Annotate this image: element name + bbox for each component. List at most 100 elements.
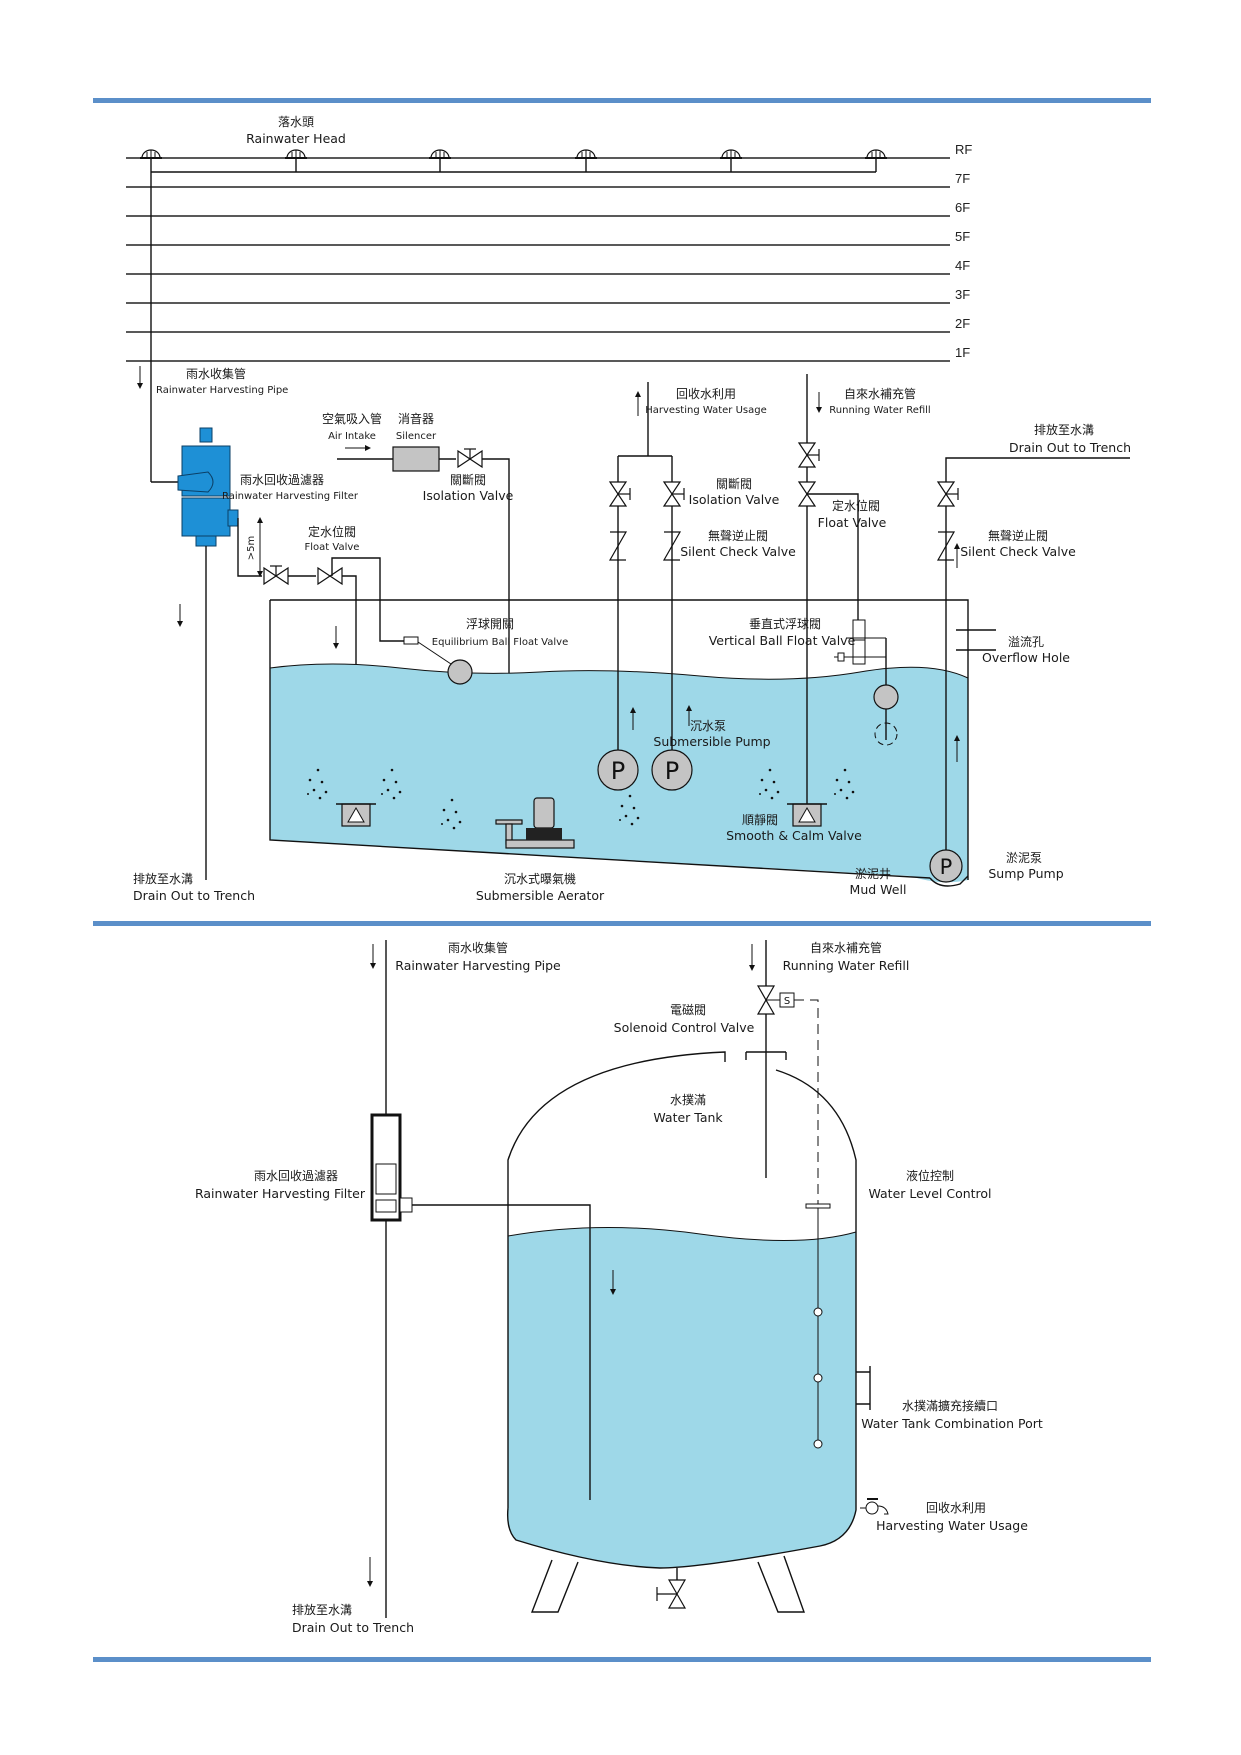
level-control-zh: 液位控制 xyxy=(906,1168,954,1183)
faucet-icon xyxy=(860,1498,889,1515)
float-valve-left-zh: 定水位閥 xyxy=(308,524,356,539)
svg-text:P: P xyxy=(940,855,953,879)
combination-port-en: Water Tank Combination Port xyxy=(861,1416,1043,1431)
level-float xyxy=(813,1439,823,1449)
sump-pump: P xyxy=(929,849,963,883)
submersible-pump-1: P xyxy=(597,749,639,791)
water-tank-zh: 水撲滿 xyxy=(670,1092,706,1107)
submersible-pump-en: Submersible Pump xyxy=(653,734,770,749)
bottom-drain-zh: 排放至水溝 xyxy=(292,1602,352,1617)
float-valve-icon xyxy=(317,567,343,585)
isolation-valve-icon xyxy=(457,448,483,468)
bottom-drain-en: Drain Out to Trench xyxy=(292,1620,414,1635)
sump-pump-en: Sump Pump xyxy=(988,866,1063,881)
solenoid-valve-icon: S xyxy=(756,985,795,1015)
running-refill-en: Running Water Refill xyxy=(829,405,930,416)
rainwater-head-icon xyxy=(864,149,888,159)
submersible-aerator xyxy=(495,797,575,849)
bottom-filter-en: Rainwater Harvesting Filter xyxy=(195,1186,366,1201)
floor-label: 1F xyxy=(955,345,970,360)
bottom-refill-en: Running Water Refill xyxy=(783,958,910,973)
drain-right-zh: 排放至水溝 xyxy=(1034,422,1094,437)
water-tank-en: Water Tank xyxy=(653,1110,723,1125)
equilibrium-float-zh: 浮球開關 xyxy=(466,617,514,631)
svg-text:S: S xyxy=(784,996,790,1007)
bottom-divider xyxy=(93,1657,1151,1662)
isolation-valve-icon xyxy=(663,481,685,507)
bottom-harvest-pipe-zh: 雨水收集管 xyxy=(448,940,508,955)
silencer-zh: 消音器 xyxy=(398,411,434,426)
silencer xyxy=(392,446,440,472)
isolation-valve-air-zh: 關斷閥 xyxy=(450,473,486,487)
floor-label: 5F xyxy=(955,229,970,244)
bottom-harvest-pipe-en: Rainwater Harvesting Pipe xyxy=(395,958,561,973)
floor-label: 6F xyxy=(955,200,970,215)
smooth-valve-en: Smooth & Calm Valve xyxy=(726,828,862,843)
float-valve-right-en: Float Valve xyxy=(818,515,887,530)
floor-label: 2F xyxy=(955,316,970,331)
aerator-en: Submersible Aerator xyxy=(476,888,605,903)
harvest-pipe-zh: 雨水收集管 xyxy=(186,366,246,381)
level-float xyxy=(813,1373,823,1383)
air-intake-en: Air Intake xyxy=(328,431,376,442)
aerator-zh: 沉水式曝氣機 xyxy=(504,871,576,886)
floor-labels: RF 7F 6F 5F 4F 3F 2F 1F xyxy=(955,142,972,360)
mud-well-en: Mud Well xyxy=(850,882,907,897)
vertical-float-en: Vertical Ball Float Valve xyxy=(709,633,856,648)
svg-text:P: P xyxy=(665,757,679,785)
bottom-filter-zh: 雨水回收過濾器 xyxy=(254,1168,338,1183)
level-float xyxy=(813,1307,823,1317)
isolation-valve-pumps-en: Isolation Valve xyxy=(689,492,780,507)
harvest-usage-en: Harvesting Water Usage xyxy=(645,405,767,416)
floor-label: 4F xyxy=(955,258,970,273)
level-sensor-head xyxy=(805,1203,831,1209)
silent-check-left-en: Silent Check Valve xyxy=(680,544,796,559)
floor-label: RF xyxy=(955,142,972,157)
combination-port xyxy=(856,1366,871,1410)
rainwater-heads xyxy=(139,149,888,483)
silent-check-right-zh: 無聲逆止閥 xyxy=(988,528,1048,543)
drain-valve-icon xyxy=(656,1579,687,1609)
rainwater-head-zh: 落水頭 xyxy=(278,115,314,129)
equilibrium-ball-float xyxy=(447,659,473,685)
running-refill-zh: 自來水補充管 xyxy=(844,386,916,401)
silent-check-right-en: Silent Check Valve xyxy=(960,544,1076,559)
bottom-harvest-usage-en: Harvesting Water Usage xyxy=(876,1518,1028,1533)
floor-label: 3F xyxy=(955,287,970,302)
water-tank xyxy=(506,1051,857,1613)
sump-pump-zh: 淤泥泵 xyxy=(1006,851,1042,865)
smooth-valve-zh: 順靜閥 xyxy=(742,813,778,827)
harvest-usage-zh: 回收水利用 xyxy=(676,387,736,401)
submersible-pump-zh: 沉水泵 xyxy=(690,719,726,733)
isolation-valve-air-en: Isolation Valve xyxy=(423,488,514,503)
isolation-valve-icon xyxy=(798,442,820,468)
rainwater-head-icon xyxy=(284,149,308,159)
equilibrium-float-en: Equilibrium Ball Float Valve xyxy=(432,637,568,648)
bottom-refill-zh: 自來水補充管 xyxy=(810,940,882,955)
rainwater-head-icon xyxy=(719,149,743,159)
harvest-pipe-en: Rainwater Harvesting Pipe xyxy=(156,385,288,396)
filter-en: Rainwater Harvesting Filter xyxy=(222,491,359,502)
silencer-en: Silencer xyxy=(396,431,437,442)
harvesting-filter xyxy=(177,427,239,547)
smooth-calm-valve-left xyxy=(336,803,376,827)
float-valve-left-en: Float Valve xyxy=(305,542,360,553)
overflow-zh: 溢流孔 xyxy=(1008,635,1044,649)
filter-inlet-pipe xyxy=(412,1204,591,1500)
drain-left-en: Drain Out to Trench xyxy=(133,888,255,903)
height-marker: >5m xyxy=(246,536,257,560)
smooth-calm-valve-right xyxy=(787,803,827,827)
overflow-en: Overflow Hole xyxy=(982,650,1070,665)
bottom-harvesting-filter xyxy=(370,1113,413,1222)
building-floors xyxy=(126,157,950,362)
vertical-float-zh: 垂直式浮球閥 xyxy=(749,617,821,631)
isolation-valve-icon xyxy=(937,481,959,507)
rainwater-head-icon xyxy=(428,149,452,159)
bottom-harvest-usage-zh: 回收水利用 xyxy=(926,1501,986,1515)
drain-left-zh: 排放至水溝 xyxy=(133,871,193,886)
drain-right-en: Drain Out to Trench xyxy=(1009,440,1131,455)
vertical-ball-float-valve xyxy=(834,619,899,746)
rainwater-head-icon xyxy=(574,149,598,159)
rainwater-head-en: Rainwater Head xyxy=(246,131,346,146)
